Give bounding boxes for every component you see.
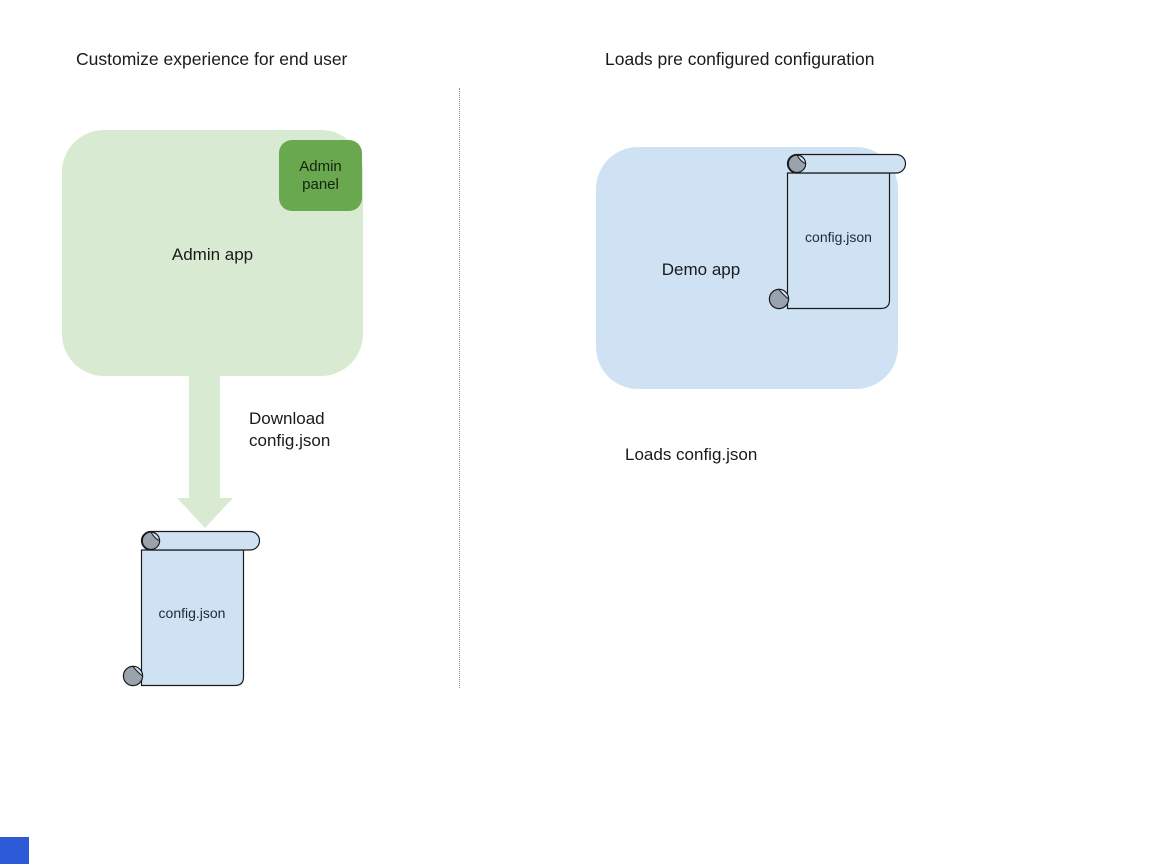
admin-panel-badge: Admin panel (279, 140, 362, 211)
admin-app-label: Admin app (171, 245, 254, 264)
config-file-label-right: config.json (805, 229, 872, 245)
loads-config-caption: Loads config.json (625, 445, 758, 464)
right-section-title: Loads pre configured configuration (605, 49, 875, 69)
down-arrow-stem (189, 374, 220, 499)
config-file-label-left: config.json (158, 605, 226, 621)
down-arrow-icon (177, 498, 233, 528)
download-caption: Download config.json (249, 409, 331, 450)
config-scroll-icon-left (122, 530, 261, 687)
demo-app-label: Demo app (661, 260, 741, 279)
config-scroll-icon-right (768, 153, 907, 310)
left-section-title: Customize experience for end user (76, 49, 348, 69)
corner-blue-square (0, 837, 29, 864)
panel-divider (459, 88, 460, 688)
